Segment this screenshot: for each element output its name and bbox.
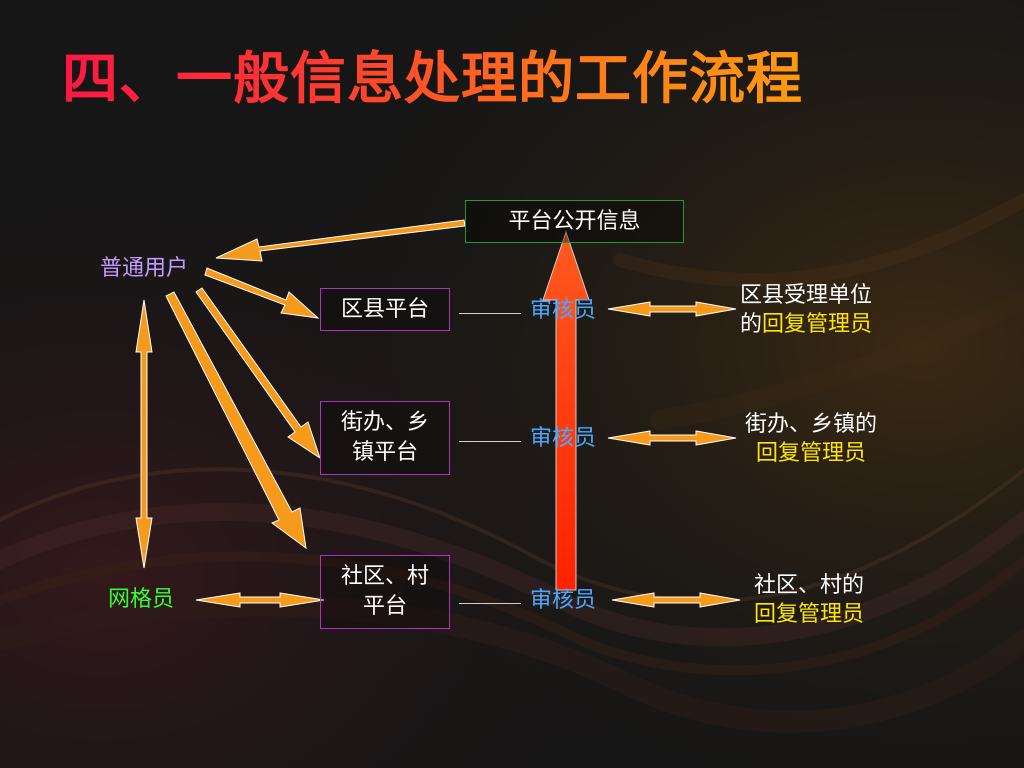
arrow-reviewer1-reply [607,301,737,317]
reviewer-county: 审核员 [530,298,597,323]
arrow-reviewer3-reply [611,592,741,608]
street-platform-box: 街办、乡 镇平台 [320,401,450,475]
county-platform-label: 区县平台 [340,296,429,322]
community-platform-box: 社区、村 平台 [320,555,450,629]
arrow-user-to-county [204,267,320,319]
reviewer-street: 审核员 [530,426,597,451]
street-platform-label-line1: 街办、乡 [340,410,429,435]
reply-county: 区县受理单位 的回复管理员 [740,281,872,339]
reply-street-admin: 回复管理员 [756,441,867,466]
reply-county-prefix: 的 [740,312,763,337]
community-platform-label-line2: 平台 [362,594,407,619]
community-reviewer-connector [459,603,521,604]
arrow-user-to-street [195,287,321,460]
arrow-reviewer2-reply [607,430,737,446]
community-platform-label-line1: 社区、村 [340,564,429,589]
county-reviewer-connector [459,313,521,314]
publish-up-arrow [542,230,590,591]
reply-community-admin: 回复管理员 [754,602,865,627]
reply-community: 社区、村的 回复管理员 [754,571,864,629]
arrow-public-to-user [215,219,466,262]
reply-community-line1: 社区、村的 [754,573,865,598]
county-platform-box: 区县平台 [320,288,450,331]
reply-street-line1: 街办、乡镇的 [745,412,878,437]
public-info-box: 平台公开信息 [465,200,684,243]
street-platform-label-line2: 镇平台 [351,440,418,465]
street-reviewer-connector [459,441,521,442]
user-label: 普通用户 [100,256,189,281]
reply-county-admin: 回复管理员 [762,312,873,337]
arrow-user-to-community [165,291,307,550]
reviewer-community: 审核员 [530,588,597,613]
page-title: 四、一般信息处理的工作流程 [62,34,803,115]
grid-worker-label: 网格员 [108,587,175,612]
arrow-grid-community [195,592,325,608]
public-info-label: 平台公开信息 [508,208,641,234]
reply-street: 街办、乡镇的 回复管理员 [745,410,877,468]
reply-county-line1: 区县受理单位 [740,283,873,308]
arrow-user-grid-vertical [135,299,153,569]
